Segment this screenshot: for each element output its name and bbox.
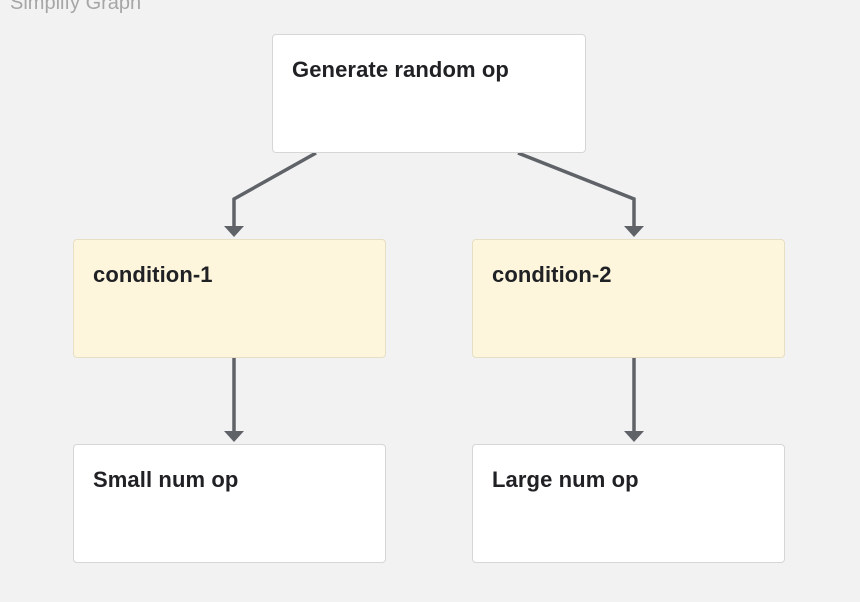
arrowhead-icon xyxy=(624,226,644,237)
node-condition-1[interactable]: condition-1 xyxy=(73,239,386,358)
node-small-num-op[interactable]: Small num op xyxy=(73,444,386,563)
arrowhead-icon xyxy=(224,226,244,237)
node-generate-random-op[interactable]: Generate random op xyxy=(272,34,586,153)
arrowhead-icon xyxy=(624,431,644,442)
arrowhead-icon xyxy=(224,431,244,442)
node-label: Large num op xyxy=(492,467,639,492)
node-label: Generate random op xyxy=(292,57,509,82)
edge-generate-to-condition-2 xyxy=(517,151,636,227)
node-label: condition-2 xyxy=(492,262,612,287)
node-condition-2[interactable]: condition-2 xyxy=(472,239,785,358)
edge-generate-to-condition-1 xyxy=(232,151,317,227)
simplify-graph-toggle[interactable]: Simplify Graph xyxy=(10,0,142,14)
node-label: condition-1 xyxy=(93,262,213,287)
node-label: Small num op xyxy=(93,467,239,492)
node-large-num-op[interactable]: Large num op xyxy=(472,444,785,563)
